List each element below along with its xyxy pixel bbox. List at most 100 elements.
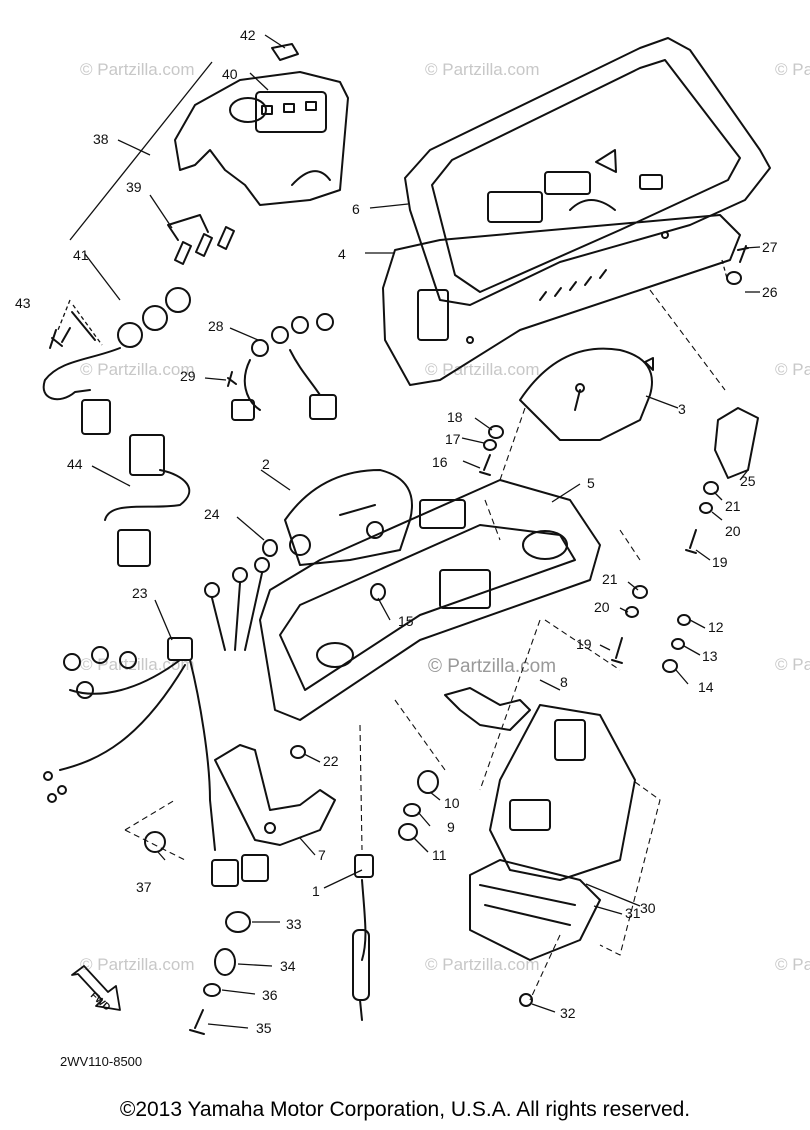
label-13: 13	[702, 648, 718, 664]
watermark: © Partzilla.com	[80, 360, 195, 379]
label-41: 41	[73, 247, 89, 263]
label-27: 27	[762, 239, 778, 255]
part-44-harness	[104, 434, 191, 567]
part-labels: 42 40 38 39 41 43 28 29 44 6 4 27 26 3 1…	[15, 27, 778, 1036]
label-18: 18	[447, 409, 463, 425]
watermark: © Partzilla.com	[80, 955, 195, 974]
label-1: 1	[312, 883, 320, 899]
label-22: 22	[323, 753, 339, 769]
label-28: 28	[208, 318, 224, 334]
copyright-notice: ©2013 Yamaha Motor Corporation, U.S.A. A…	[119, 1098, 691, 1121]
part-15	[370, 583, 386, 601]
label-31: 31	[625, 905, 641, 921]
part-3-tachometer	[519, 347, 654, 441]
part-13	[671, 638, 685, 650]
part-28-cord	[231, 313, 337, 421]
label-20a: 20	[725, 523, 741, 539]
part-19a-screw	[685, 529, 697, 554]
label-3: 3	[678, 401, 686, 417]
label-10: 10	[444, 795, 460, 811]
label-42: 42	[240, 27, 256, 43]
part-36	[203, 983, 221, 997]
label-36: 36	[262, 987, 278, 1003]
label-19b: 19	[576, 636, 592, 652]
part-2-speedometer	[284, 469, 413, 566]
label-6: 6	[352, 201, 360, 217]
watermark: © Partzilla.com	[425, 955, 540, 974]
part-42-cap	[271, 43, 299, 61]
part-33	[225, 911, 251, 933]
watermark: © Partzilla.com	[775, 955, 810, 974]
label-30: 30	[640, 900, 656, 916]
diagram-code: 2WV110-8500	[60, 1054, 143, 1069]
part-23-wiring	[43, 557, 270, 887]
label-4: 4	[338, 246, 346, 262]
label-9: 9	[447, 819, 455, 835]
label-12: 12	[708, 619, 724, 635]
part-1-cable	[352, 854, 374, 1021]
part-19b-screw	[611, 637, 623, 664]
part-9	[403, 803, 421, 817]
part-8-stay	[444, 687, 531, 731]
leader-lines	[57, 34, 761, 1029]
part-16-screw	[479, 454, 491, 476]
part-30-31-switch	[469, 704, 636, 961]
part-6-meter-visor	[404, 37, 771, 306]
label-11: 11	[432, 847, 447, 863]
watermark: © Partzilla.com	[425, 60, 540, 79]
part-21a	[703, 481, 719, 495]
part-22	[290, 745, 306, 759]
part-14	[662, 659, 678, 673]
label-19a: 19	[712, 554, 728, 570]
label-14: 14	[698, 679, 714, 695]
label-8: 8	[560, 674, 568, 690]
watermark: © Partzilla.com	[80, 60, 195, 79]
part-10	[417, 770, 439, 794]
part-20b	[625, 606, 639, 618]
fwd-arrow-icon	[71, 965, 121, 1011]
label-29: 29	[180, 368, 196, 384]
label-43: 43	[15, 295, 31, 311]
label-15: 15	[398, 613, 414, 629]
label-32: 32	[560, 1005, 576, 1021]
part-37	[144, 831, 166, 853]
label-40: 40	[222, 66, 238, 82]
label-17: 17	[445, 431, 461, 447]
line-art	[42, 37, 771, 1035]
label-20b: 20	[594, 599, 610, 615]
part-4-meter-case	[382, 214, 741, 386]
watermark: © Partzilla.com	[80, 655, 195, 674]
part-35-bolt	[189, 1009, 205, 1035]
part-40-cover	[174, 71, 349, 206]
label-16: 16	[432, 454, 448, 470]
part-5-meter-body	[259, 479, 601, 721]
part-7-bracket	[214, 744, 336, 846]
watermark: © Partzilla.com	[775, 60, 810, 79]
label-7: 7	[318, 847, 326, 863]
watermark: © Partzilla.com	[775, 360, 810, 379]
center-watermark: © Partzilla.com	[428, 656, 556, 677]
watermark: © Partzilla.com	[775, 655, 810, 674]
part-17	[483, 439, 497, 451]
watermarks: © Partzilla.com © Partzilla.com © Partzi…	[80, 60, 810, 974]
part-18	[488, 425, 504, 439]
part-43-screw	[49, 327, 71, 349]
label-34: 34	[280, 958, 296, 974]
assembly-lines	[124, 289, 726, 1001]
part-32	[519, 993, 533, 1007]
part-39-bulbs	[167, 214, 235, 265]
label-21a: 21	[725, 498, 741, 514]
part-34	[214, 948, 236, 976]
label-38: 38	[93, 131, 109, 147]
part-29-screw	[227, 371, 237, 387]
label-2: 2	[262, 456, 270, 472]
label-35: 35	[256, 1020, 272, 1036]
part-26	[726, 271, 742, 285]
part-41-socket-cord	[42, 287, 191, 435]
label-39: 39	[126, 179, 142, 195]
part-20a	[699, 502, 713, 514]
label-24: 24	[204, 506, 220, 522]
part-12	[677, 614, 691, 626]
label-33: 33	[286, 916, 302, 932]
